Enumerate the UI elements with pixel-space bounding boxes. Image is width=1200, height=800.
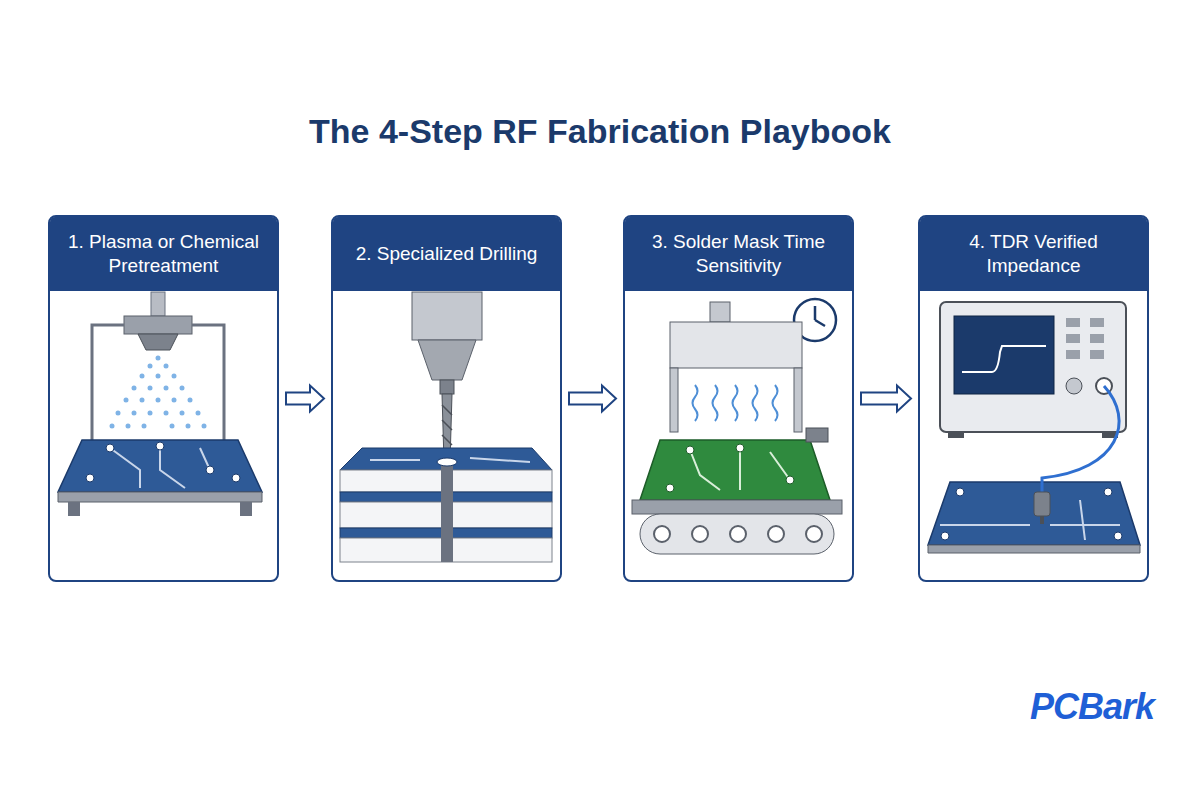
step-panel: 2. Specialized Drilling bbox=[331, 215, 562, 582]
curing-oven bbox=[670, 302, 802, 432]
flow-arrow bbox=[286, 386, 324, 412]
flow-arrow bbox=[569, 386, 616, 412]
step-header: 1. Plasma or Chemical Pretreatment bbox=[50, 217, 277, 291]
diagram-title: The 4-Step RF Fabrication Playbook bbox=[0, 112, 1200, 151]
flow-arrow bbox=[861, 386, 911, 412]
step-panel: 3. Solder Mask Time Sensitivity bbox=[623, 215, 854, 582]
step-title: 4. TDR Verified Impedance bbox=[930, 230, 1137, 278]
probe-cable bbox=[1034, 386, 1119, 524]
step-panel: 1. Plasma or Chemical Pretreatment bbox=[48, 215, 279, 582]
step-panel: 4. TDR Verified Impedance bbox=[918, 215, 1149, 582]
step-title: 2. Specialized Drilling bbox=[356, 242, 538, 266]
oscilloscope bbox=[940, 302, 1126, 438]
conveyor bbox=[632, 500, 842, 554]
step-header: 4. TDR Verified Impedance bbox=[920, 217, 1147, 291]
step-title: 1. Plasma or Chemical Pretreatment bbox=[60, 230, 267, 278]
pcb-board bbox=[58, 440, 262, 516]
brand-logo: PCBark bbox=[1030, 686, 1154, 728]
spray-drops bbox=[110, 356, 207, 429]
step-header: 3. Solder Mask Time Sensitivity bbox=[625, 217, 852, 291]
drill-head bbox=[412, 292, 482, 470]
step-header: 2. Specialized Drilling bbox=[333, 217, 560, 291]
layer-stack bbox=[340, 448, 552, 562]
green-board bbox=[640, 428, 830, 500]
step-title: 3. Solder Mask Time Sensitivity bbox=[635, 230, 842, 278]
test-board bbox=[928, 482, 1140, 553]
plasma-nozzle bbox=[92, 292, 224, 460]
